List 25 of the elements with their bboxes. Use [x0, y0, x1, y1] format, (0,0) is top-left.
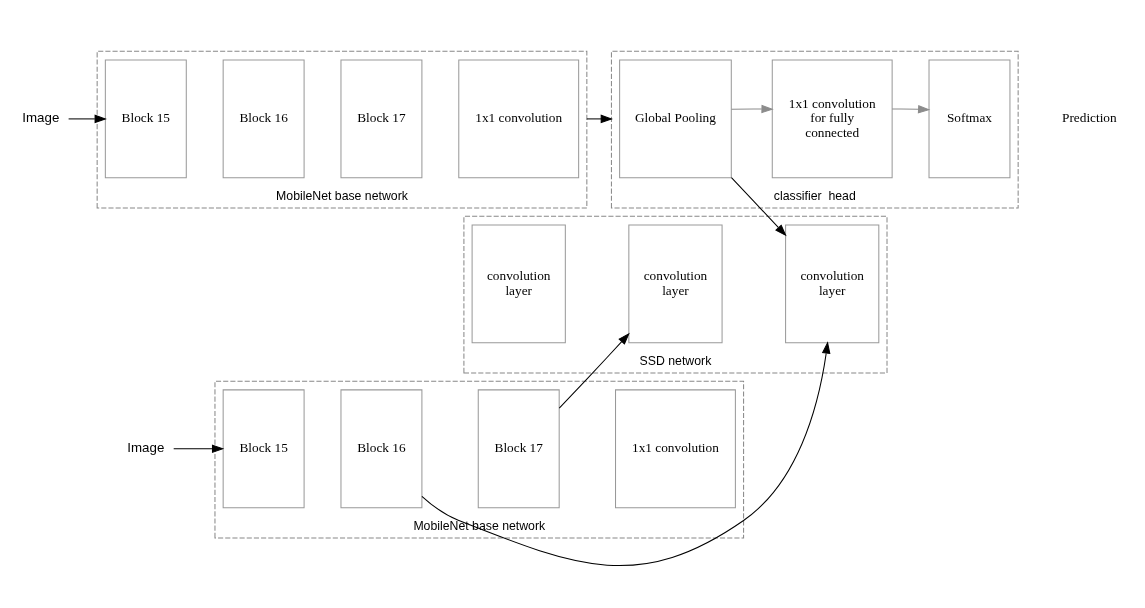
arrow	[173, 444, 225, 453]
node-box: Block 17	[340, 59, 423, 178]
node-box: Block 17	[477, 388, 560, 508]
arrow	[730, 176, 787, 236]
arrow	[68, 114, 107, 123]
label: Prediction	[1062, 109, 1117, 125]
node-box: Block 16	[340, 388, 423, 508]
node-box: 1x1 convolution	[615, 388, 736, 508]
arrow	[586, 114, 613, 123]
node-box: convolution layer	[785, 223, 880, 343]
arrow	[421, 340, 831, 566]
arrow	[730, 104, 774, 113]
node-box: Softmax	[928, 59, 1011, 178]
node-text: Image	[127, 439, 165, 455]
node-box: 1x1 convolution	[458, 59, 580, 178]
node-box: 1x1 convolution for fully connected	[771, 59, 893, 178]
node-box: Block 15	[222, 388, 305, 508]
node-text: Image	[22, 109, 60, 125]
node-box: Global Pooling	[619, 59, 732, 178]
node-box: convolution layer	[471, 223, 566, 343]
node-box: Block 16	[222, 59, 305, 178]
arrow	[891, 104, 931, 113]
arrow	[558, 332, 630, 409]
node-box: convolution layer	[628, 223, 723, 343]
node-box: Block 15	[104, 59, 187, 178]
